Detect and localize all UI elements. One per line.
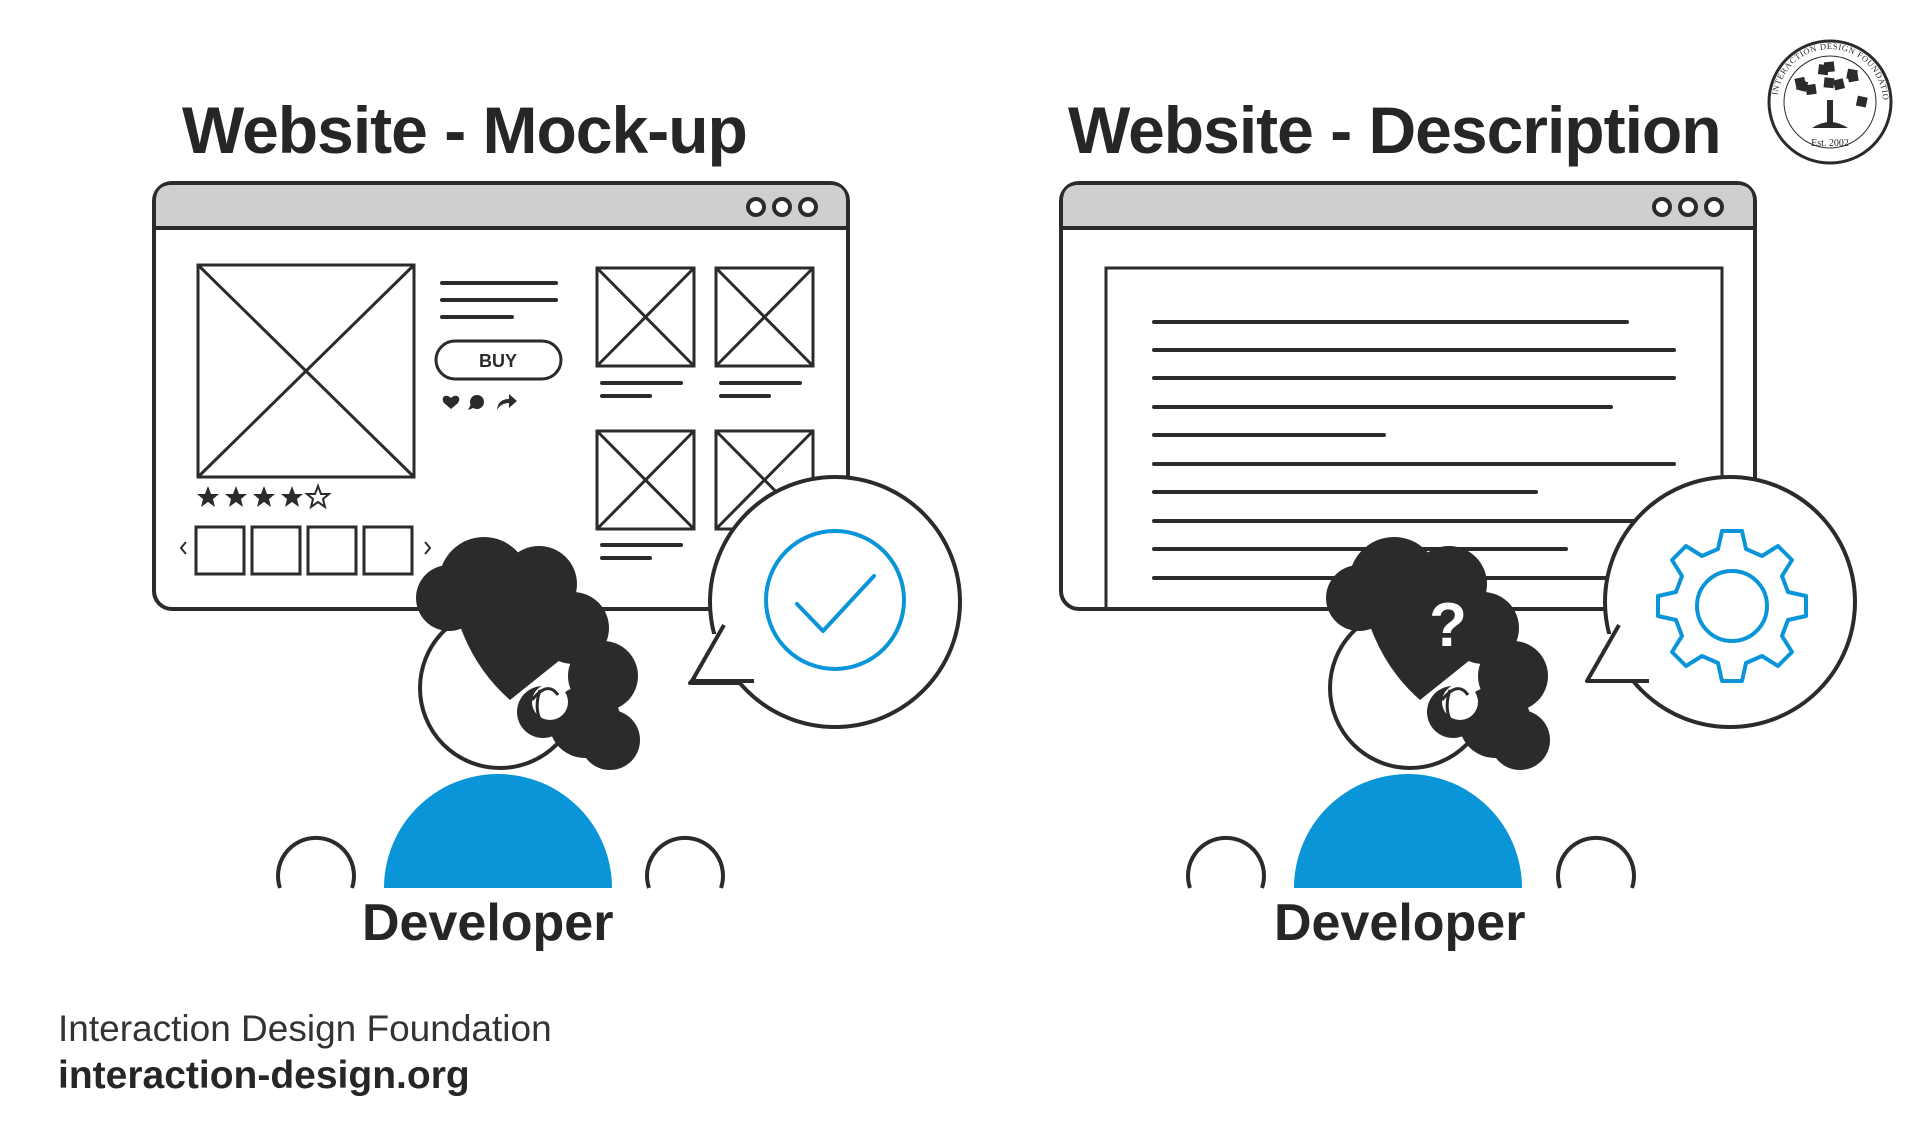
footer-url: interaction-design.org (58, 1054, 470, 1097)
logo-tree-icon (1794, 61, 1868, 128)
left-speech-bubble (688, 475, 962, 729)
question-mark-icon: ? (1429, 591, 1467, 660)
social-action-icons (442, 394, 517, 410)
mockup-developer-caption: Developer (362, 894, 614, 952)
right-neighbor-head (1556, 835, 1636, 889)
mockup-title: Website - Mock-up (182, 93, 748, 167)
developer-hair (416, 537, 640, 770)
developer-ear (530, 687, 560, 701)
star-rating (197, 483, 332, 510)
share-icon (497, 394, 517, 410)
browser-window-controls (746, 197, 818, 217)
buy-button: BUY (434, 339, 563, 381)
comment-icon (468, 395, 484, 410)
description-developer-caption: Developer (1274, 894, 1526, 952)
developer-shoulders (1294, 774, 1522, 888)
browser-window-controls (1652, 197, 1724, 217)
left-neighbor-head (276, 835, 356, 889)
checkmark-icon (764, 529, 906, 671)
left-developer-figure (276, 537, 725, 889)
thumbnail-carousel (179, 525, 432, 576)
buy-label: BUY (479, 351, 517, 371)
product-image-placeholder (196, 263, 416, 479)
heart-icon (442, 395, 460, 409)
right-developer-figure: ? (1186, 537, 1636, 889)
gear-icon (1656, 529, 1808, 683)
product-grid (595, 266, 815, 560)
logo-established: Est. 2002 (1811, 138, 1849, 149)
idf-logo: INTERACTION DESIGN FOUNDATION Est. 2002 (1767, 39, 1893, 165)
left-neighbor-head (1186, 835, 1266, 889)
footer-org-name: Interaction Design Foundation (58, 1008, 552, 1049)
developer-shoulders (384, 774, 612, 888)
right-speech-bubble (1585, 475, 1857, 729)
product-text-lines (440, 281, 558, 319)
developer-ear (1440, 687, 1470, 701)
description-title: Website - Description (1068, 93, 1722, 167)
right-neighbor-head (645, 835, 725, 889)
